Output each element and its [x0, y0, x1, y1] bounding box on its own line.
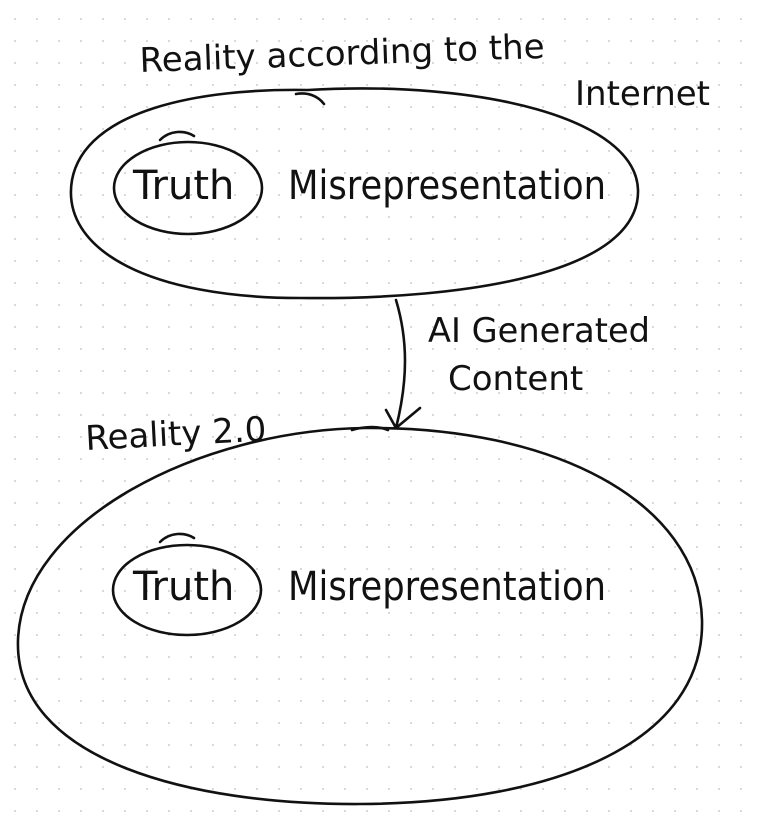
arrow-head	[384, 406, 422, 430]
bottom-region-outline-tick	[350, 425, 390, 432]
arrow-label-line2: Content	[448, 359, 583, 399]
arrow-label-line1: AI Generated	[428, 311, 650, 351]
top-truth-circle	[112, 140, 264, 236]
top-region: Reality according to the Internet Truth …	[69, 27, 710, 300]
top-region-label-line2: Internet	[575, 74, 710, 114]
top-misrepresentation-label: Misrepresentation	[288, 163, 606, 209]
bottom-region-outline	[16, 426, 704, 806]
top-region-outline-tick	[294, 92, 326, 106]
top-region-outline	[69, 87, 640, 300]
bottom-region: Reality 2.0 Truth Misrepresentation	[16, 410, 704, 806]
bottom-truth-label: Truth	[132, 564, 234, 610]
top-region-label-line1: Reality according to the	[139, 27, 545, 81]
top-truth-circle-tick	[158, 130, 196, 142]
arrow-shaft	[394, 298, 407, 430]
bottom-region-label: Reality 2.0	[84, 410, 267, 459]
bottom-truth-circle	[111, 543, 263, 637]
bottom-misrepresentation-label: Misrepresentation	[288, 564, 606, 610]
ai-content-arrow: AI Generated Content	[384, 298, 650, 430]
bottom-truth-circle-tick	[158, 532, 196, 544]
top-truth-label: Truth	[132, 163, 234, 209]
